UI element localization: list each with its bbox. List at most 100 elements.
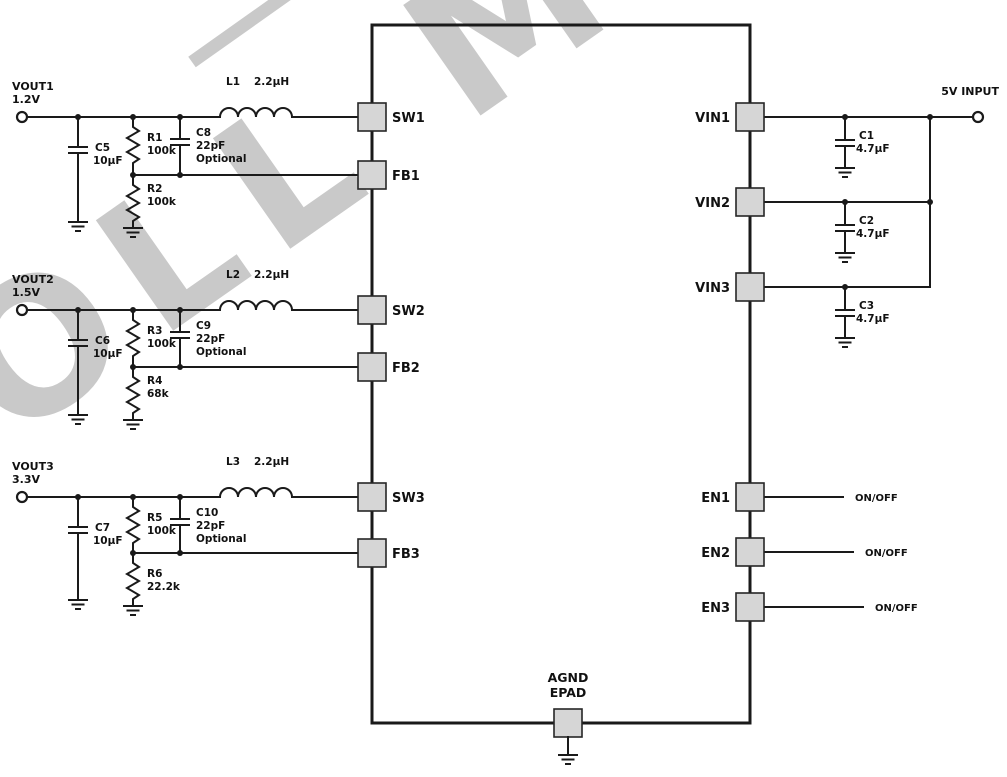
- pin-vin1-label: VIN1: [695, 111, 730, 126]
- inductor-l2: [218, 300, 294, 312]
- capacitor-c10: [170, 496, 190, 554]
- capacitor-c7-value: 10µF: [93, 535, 123, 547]
- junction-dot: [177, 172, 183, 178]
- resistor-r5-value: 100k: [147, 525, 177, 537]
- capacitor-c7-ref: C7: [95, 522, 110, 534]
- resistor-r4: [125, 366, 141, 421]
- watermark-text: OLL Mic: [0, 0, 846, 481]
- input-terminal: [971, 110, 985, 124]
- pin-sw3: [357, 482, 387, 512]
- junction-dot: [177, 114, 183, 120]
- junction-dot: [177, 550, 183, 556]
- junction-dot: [130, 364, 136, 370]
- ground-symbol-c6: [68, 414, 88, 425]
- junction-dot: [130, 172, 136, 178]
- pin-sw1: [357, 102, 387, 132]
- junction-dots-channel-2: [75, 307, 183, 370]
- inductor-l1: [218, 107, 294, 119]
- pin-en2: [735, 537, 765, 567]
- pin-en2-label: EN2: [701, 546, 730, 561]
- capacitor-c5: [68, 116, 88, 223]
- ground-symbol-r4: [123, 419, 143, 430]
- pin-en1: [735, 482, 765, 512]
- ground-symbol-c1: [835, 167, 855, 178]
- capacitor-c2-ref: C2: [859, 215, 874, 227]
- junction-dot: [130, 550, 136, 556]
- ground-symbol-r6: [123, 605, 143, 616]
- capacitor-c8-ref: C8: [196, 127, 211, 139]
- capacitor-c6: [68, 309, 88, 416]
- capacitor-c3-ref: C3: [859, 300, 874, 312]
- capacitor-c9-note: Optional: [196, 346, 246, 358]
- resistor-r2-value: 100k: [147, 196, 177, 208]
- vout3-terminal: [15, 490, 29, 504]
- en2-onoff-label: ON/OFF: [865, 548, 908, 559]
- en1-onoff-label: ON/OFF: [855, 493, 898, 504]
- pin-fb1: [357, 160, 387, 190]
- pin-vin2: [735, 187, 765, 217]
- junction-dot: [842, 114, 848, 120]
- capacitor-c9-value: 22pF: [196, 333, 225, 345]
- junction-dot: [130, 114, 136, 120]
- vout2-terminal: [15, 303, 29, 317]
- junction-dot: [177, 307, 183, 313]
- junction-dot: [177, 494, 183, 500]
- resistor-r4-ref: R4: [147, 375, 162, 387]
- capacitor-c2-value: 4.7µF: [856, 228, 890, 240]
- en3-onoff-label: ON/OFF: [875, 603, 918, 614]
- vout3-voltage-label: 3.3V: [12, 473, 40, 486]
- junction-dot: [130, 307, 136, 313]
- capacitor-c6-value: 10µF: [93, 348, 123, 360]
- junction-dot: [927, 199, 933, 205]
- pin-en3-label: EN3: [701, 601, 730, 616]
- output-channel-3: VOUT3 3.3V L3 2.2µH C7 10µF R5 100k R6 2…: [12, 456, 359, 616]
- capacitor-c9: [170, 309, 190, 368]
- pin-fb2-label: FB2: [392, 361, 420, 376]
- capacitor-c6-ref: C6: [95, 335, 110, 347]
- ground-symbol-c2: [835, 252, 855, 263]
- ground-symbol-agnd: [558, 754, 578, 765]
- capacitor-c9-ref: C9: [196, 320, 211, 332]
- resistor-r3-value: 100k: [147, 338, 177, 350]
- capacitor-c3: [835, 286, 855, 339]
- junction-dot: [75, 114, 81, 120]
- vout2-label: VOUT2: [12, 273, 54, 286]
- capacitor-c1-value: 4.7µF: [856, 143, 890, 155]
- pin-agnd-epad: [553, 708, 583, 738]
- capacitor-c5-ref: C5: [95, 142, 110, 154]
- ground-symbol-c7: [68, 599, 88, 610]
- pin-sw2: [357, 295, 387, 325]
- vout3-label: VOUT3: [12, 460, 54, 473]
- inductor-l3-value: 2.2µH: [254, 456, 289, 468]
- junction-dots-channel-1: [75, 114, 183, 178]
- pin-vin3: [735, 272, 765, 302]
- inductor-l1-value: 2.2µH: [254, 76, 289, 88]
- output-channel-2: VOUT2 1.5V L2 2.2µH C6 10µF R3 100k R4 6…: [12, 269, 359, 430]
- junction-dot: [75, 494, 81, 500]
- vout1-label: VOUT1: [12, 80, 54, 93]
- resistor-r3-ref: R3: [147, 325, 162, 337]
- pin-vin1: [735, 102, 765, 132]
- inductor-l3: [218, 487, 294, 499]
- pin-sw3-label: SW3: [392, 491, 425, 506]
- enable-section: ON/OFF ON/OFF ON/OFF: [763, 493, 918, 614]
- junction-dot: [177, 364, 183, 370]
- resistor-r6: [125, 552, 141, 607]
- pin-en3: [735, 592, 765, 622]
- inductor-l1-ref: L1: [226, 76, 240, 88]
- capacitor-c5-value: 10µF: [93, 155, 123, 167]
- pin-vin2-label: VIN2: [695, 196, 730, 211]
- watermark: OLL Mic: [0, 0, 846, 481]
- pin-fb3-label: FB3: [392, 547, 420, 562]
- junction-dot: [75, 307, 81, 313]
- capacitor-c10-value: 22pF: [196, 520, 225, 532]
- ground-symbol-r2: [123, 227, 143, 238]
- agnd-section: AGND EPAD: [548, 670, 588, 765]
- resistor-r3: [125, 309, 141, 368]
- watermark-stroke: [188, 0, 291, 68]
- input-label: 5V INPUT: [941, 85, 999, 98]
- junction-dot: [130, 494, 136, 500]
- pin-en1-label: EN1: [701, 491, 730, 506]
- resistor-r5: [125, 496, 141, 554]
